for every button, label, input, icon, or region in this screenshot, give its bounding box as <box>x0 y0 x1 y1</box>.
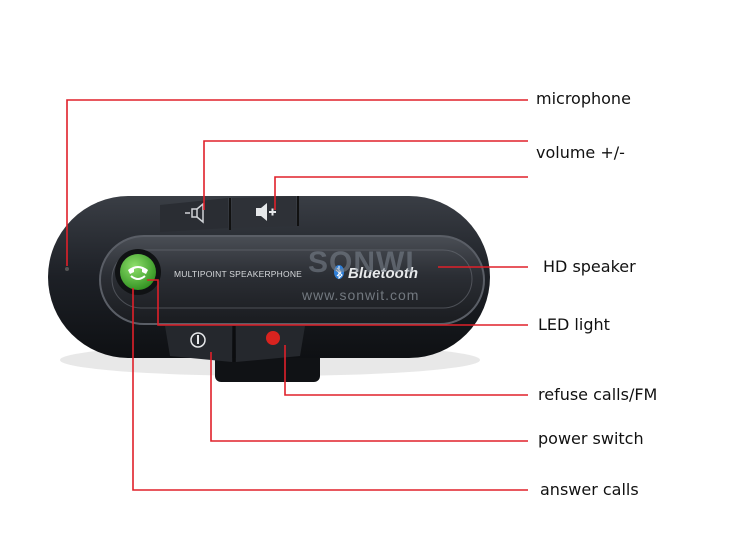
phone-icon <box>128 266 148 280</box>
watermark-url: www.sonwit.com <box>301 287 419 303</box>
power-icon <box>190 332 206 348</box>
label-volume: volume +/- <box>536 143 625 162</box>
leader-microphone <box>66 99 528 266</box>
label-answer-calls: answer calls <box>540 480 639 499</box>
leader-power-switch <box>210 352 528 442</box>
label-refuse-calls: refuse calls/FM <box>538 385 658 404</box>
volume-up-icon <box>256 203 276 221</box>
bluetooth-icon <box>334 265 344 280</box>
volume-down-button[interactable] <box>160 198 228 232</box>
watermark-brand: SONWI <box>308 246 415 279</box>
leader-volume-down <box>203 140 528 210</box>
leader-answer-calls <box>132 288 528 491</box>
label-led-light: LED light <box>538 315 610 334</box>
microphone-hole <box>65 267 69 271</box>
bluetooth-text: Bluetooth <box>348 265 418 282</box>
volume-down-icon <box>185 202 204 224</box>
front-panel <box>99 235 485 325</box>
leader-volume-up <box>274 176 528 210</box>
leader-lines <box>66 99 528 491</box>
leader-refuse-calls <box>284 345 528 396</box>
label-microphone: microphone <box>536 89 631 108</box>
model-text: MULTIPOINT SPEAKERPHONE <box>174 269 302 279</box>
red-dot-icon <box>266 331 280 345</box>
label-power-switch: power switch <box>538 429 644 448</box>
label-hd-speaker: HD speaker <box>543 257 636 276</box>
answer-call-button[interactable] <box>120 254 156 290</box>
leader-led-light <box>147 279 528 326</box>
